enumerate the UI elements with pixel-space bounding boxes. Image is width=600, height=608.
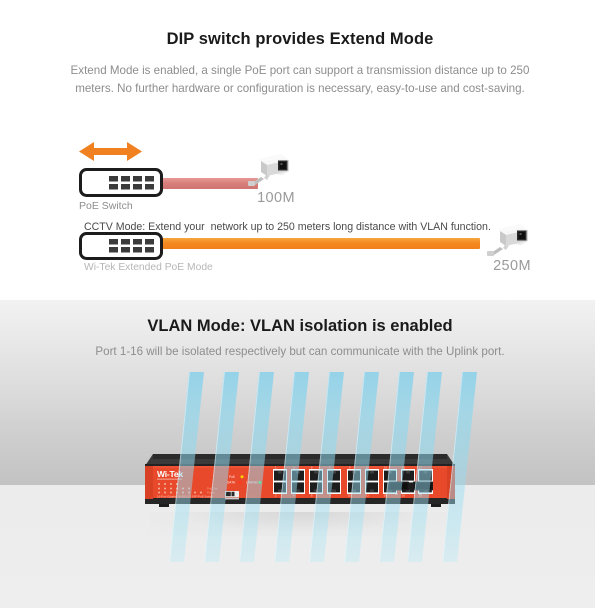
double-arrow-icon [79,141,142,162]
vlan-mode-section: VLAN Mode: VLAN isolation is enabled Por… [0,300,600,608]
vlan-beam [169,372,204,562]
svg-text:PoE: PoE [229,475,235,479]
svg-text:10: 10 [348,495,351,498]
witek-extended-poe-mode-label: Wi-Tek Extended PoE Mode [84,262,213,273]
distance-label-250m: 250M [493,258,531,274]
extend-mode-title: DIP switch provides Extend Mode [166,30,434,48]
svg-text:16: 16 [402,495,405,498]
vlan-beam [379,372,414,562]
extend-mode-section: DIP switch provides Extend Mode Extend M… [0,0,600,300]
svg-text:6: 6 [311,495,313,498]
cable-250m [140,238,480,249]
svg-text:1: 1 [275,466,277,469]
extend-mode-subtitle: Extend Mode is enabled, a single PoE por… [70,64,530,95]
cctv-camera-icon-250m [487,222,531,258]
vlan-beam [442,372,477,562]
svg-text:2: 2 [275,495,277,498]
vlan-mode-subtitle: Port 1-16 will be isolated respectively … [95,345,505,358]
vlan-mode-title: VLAN Mode: VLAN isolation is enabled [147,317,453,335]
vlan-isolation-beams [0,300,600,608]
device-shadow [150,512,450,536]
cctv-mode-caption: CCTV Mode: Extend your network up to 250… [84,221,491,233]
vlan-beam [309,372,344,562]
svg-text:13: 13 [384,466,387,469]
poe-switch-label: PoE Switch [79,200,133,212]
vlan-beam [239,372,274,562]
right-edge-margin [595,300,600,608]
svg-text:5: 5 [311,466,313,469]
cable-100m [140,178,258,189]
vlan-beam [204,372,239,562]
svg-text:DATA: DATA [227,481,236,485]
vlan-beam [407,372,442,562]
vlan-floor [0,485,595,608]
poe-switch-icon-row2 [79,232,163,260]
svg-text:9: 9 [349,466,351,469]
vlan-beam [274,372,309,562]
distance-label-100m: 100M [257,190,295,206]
cctv-camera-icon-100m [248,152,292,188]
svg-text:Wi-Tek: Wi-Tek [157,469,183,479]
poe-switch-icon-row1 [79,168,163,197]
vlan-beam [344,372,379,562]
svg-text:12: 12 [366,495,369,498]
